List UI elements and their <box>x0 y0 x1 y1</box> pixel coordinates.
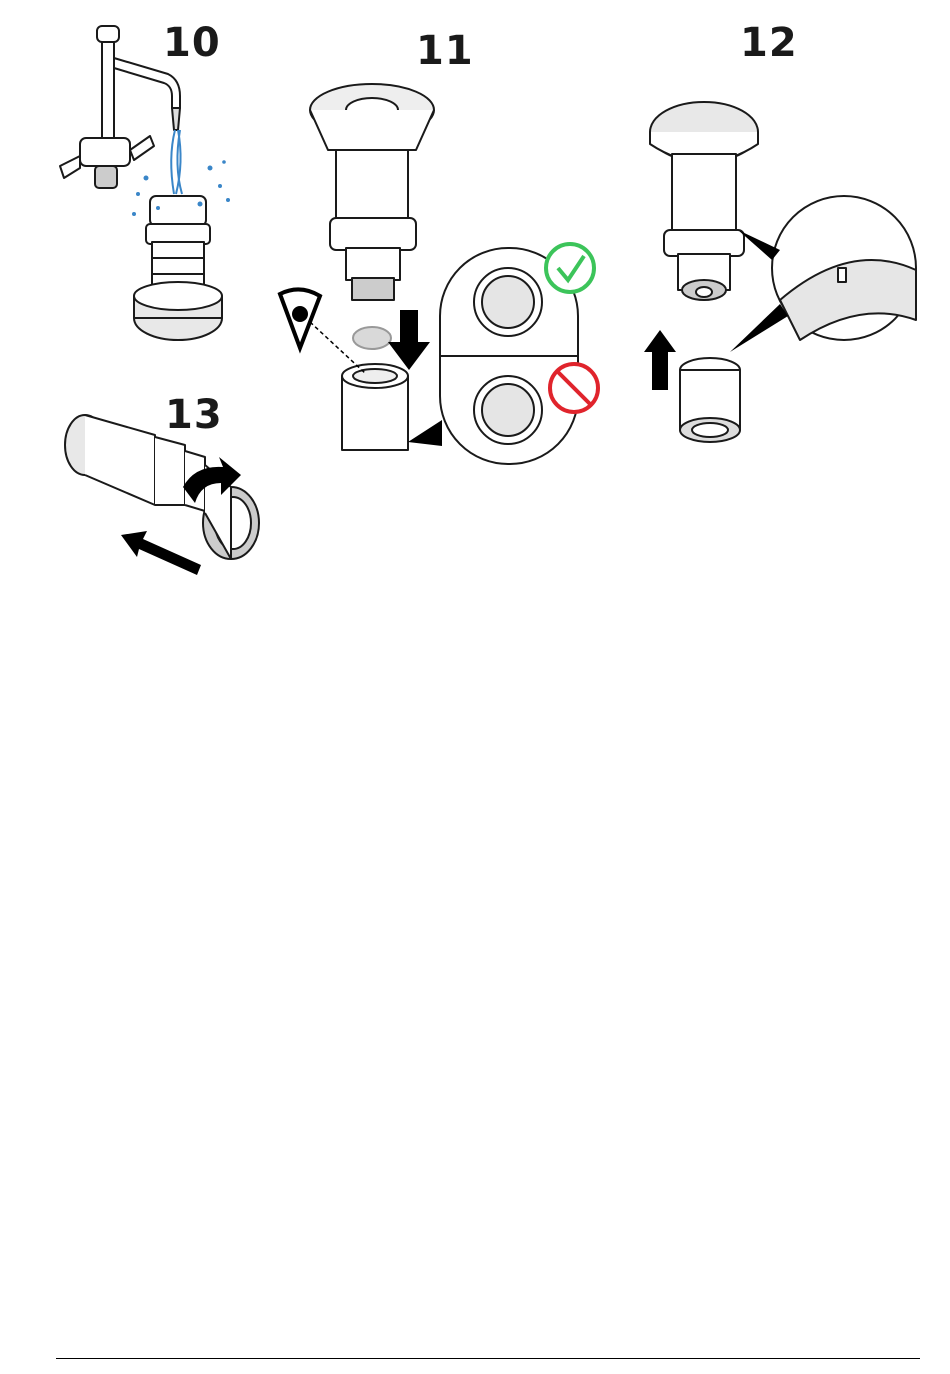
arrow-icon <box>644 330 676 390</box>
arrow-icon <box>121 531 201 575</box>
step-13-illustration <box>55 405 265 575</box>
eye-icon <box>280 289 320 348</box>
arrow-icon <box>388 310 430 370</box>
check-icon <box>546 244 594 292</box>
prohibited-icon <box>550 364 598 412</box>
step-11-illustration <box>270 70 610 470</box>
step-number-11: 11 <box>416 28 474 74</box>
step-12-illustration <box>640 90 930 460</box>
faucet-icon <box>60 26 180 188</box>
step-number-12: 12 <box>740 20 798 66</box>
footer-rule <box>56 1358 920 1359</box>
step-10-illustration <box>50 18 240 348</box>
